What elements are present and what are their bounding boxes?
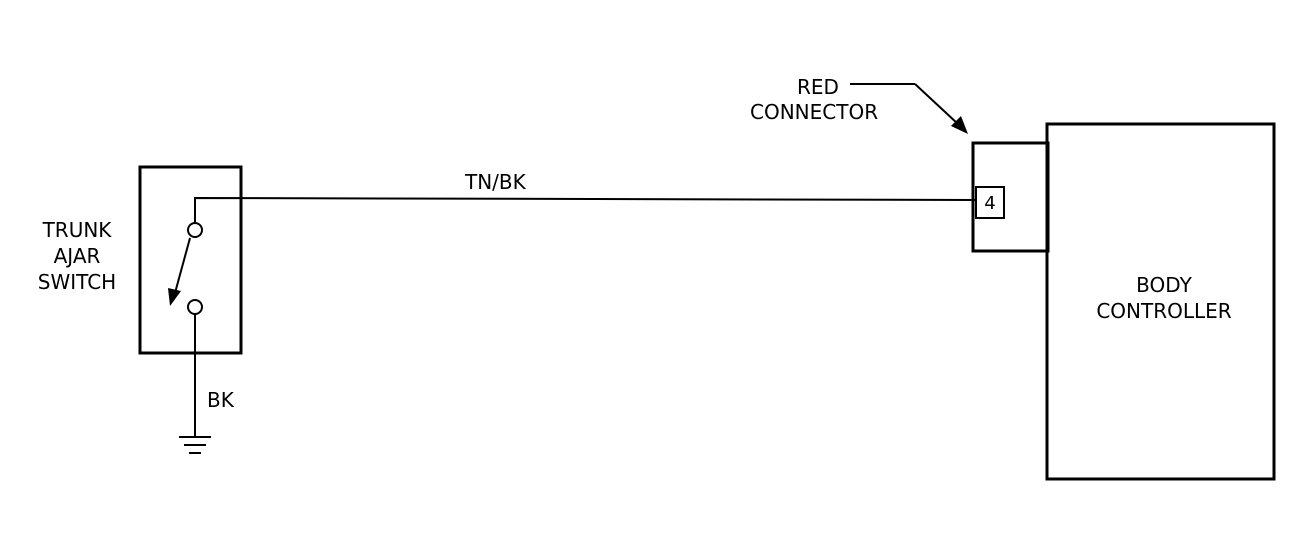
controller-label-line-2: CONTROLLER [1096, 299, 1231, 323]
ground-icon [179, 436, 211, 454]
controller-label-line-1: BODY [1136, 273, 1192, 297]
switch-label-line-2: AJAR [54, 244, 101, 268]
trunk-ajar-switch-housing [138, 165, 243, 355]
switch-arm-arrow [168, 237, 191, 306]
connector-label-line-2: CONNECTOR [750, 100, 878, 124]
switch-lower-contact [187, 299, 203, 315]
bk-wire-label: BK [207, 388, 235, 412]
tn-bk-wire [194, 196, 976, 223]
connector-label-line-1: RED [797, 75, 839, 99]
tn-bk-wire-label: TN/BK [464, 170, 527, 194]
connector-leader-arrow [850, 83, 968, 134]
body-controller-box [1045, 122, 1276, 481]
switch-label-line-1: TRUNK [42, 218, 113, 242]
switch-upper-contact [187, 222, 203, 238]
connector-pin-box [975, 186, 1005, 219]
switch-label-line-3: SWITCH [38, 270, 116, 294]
connector-pin-number: 4 [984, 193, 995, 214]
